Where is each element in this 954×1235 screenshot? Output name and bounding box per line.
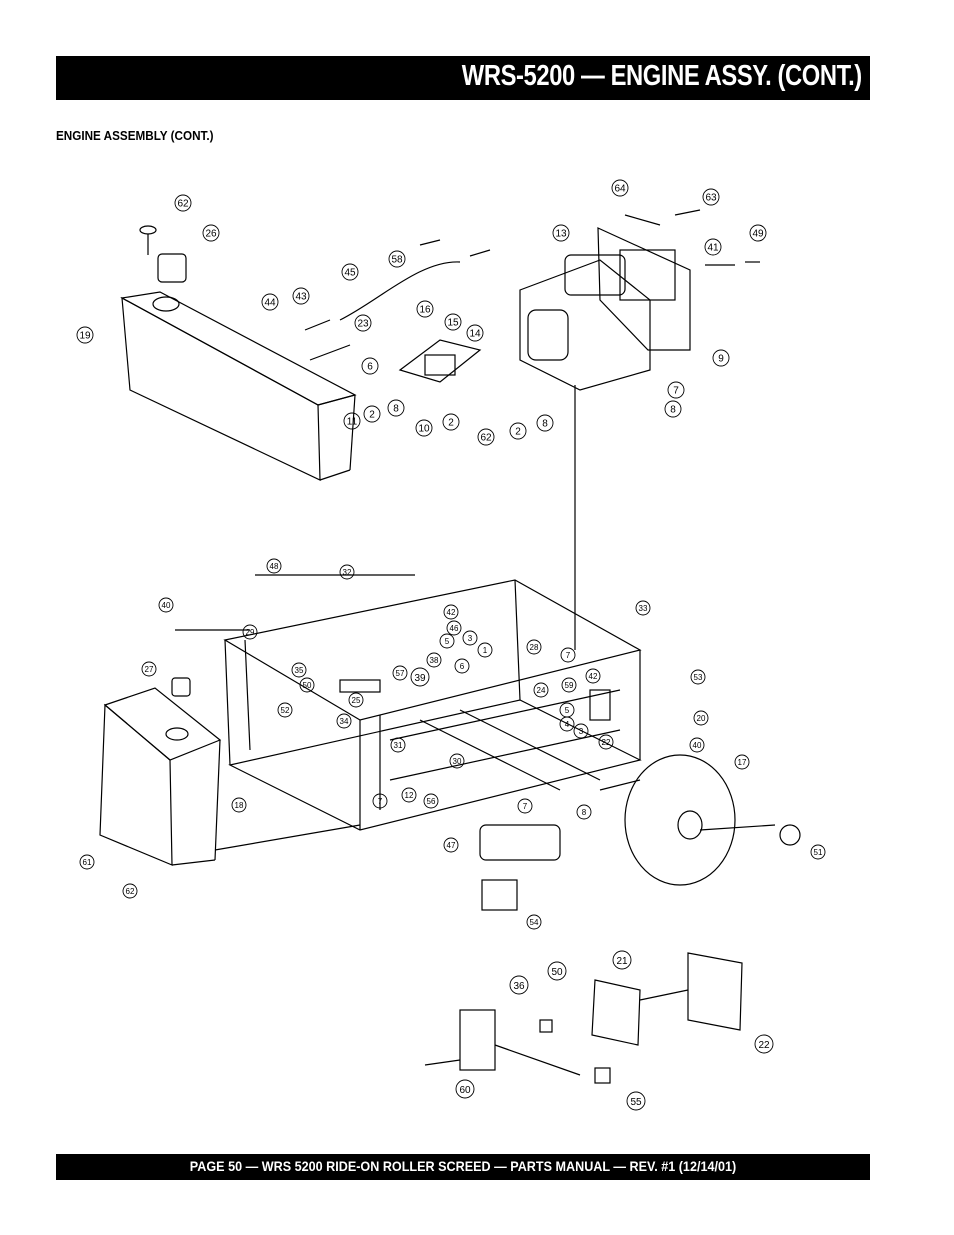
part-callout-label: 9 [718,353,724,364]
part-callout-label: 3 [468,634,473,643]
part-callout-label: 61 [83,858,92,867]
part-callout-label: 7 [378,797,383,806]
part-callout-label: 32 [343,568,352,577]
part-callout-label: 8 [582,808,587,817]
part-callout-label: 8 [670,404,676,415]
part-callout-label: 31 [394,741,403,750]
part-callout-label: 52 [281,706,290,715]
part-callout-label: 22 [602,738,611,747]
part-callout-label: 48 [270,562,279,571]
part-callout-label: 54 [530,918,539,927]
lower-components [424,824,743,1084]
part-callout-label: 46 [450,624,459,633]
part-callout-label: 50 [551,967,563,978]
part-callout-label: 23 [357,318,369,329]
part-callout-label: 6 [460,662,465,671]
part-callout-label: 27 [145,665,154,674]
part-callout-label: 15 [447,317,459,328]
part-callout-label: 50 [303,681,312,690]
part-callout-label: 34 [340,717,349,726]
part-callout-label: 40 [693,741,702,750]
part-callout-label: 60 [459,1085,471,1096]
part-callout-label: 18 [235,801,244,810]
part-callout-label: 5 [565,706,570,715]
part-callout-label: 7 [566,651,571,660]
part-callout-label: 17 [738,758,747,767]
part-callout-label: 28 [530,643,539,652]
part-callout-label: 26 [205,228,217,239]
part-callout-label: 62 [177,198,189,209]
part-callout-label: 20 [697,714,706,723]
part-callout-label: 2 [515,426,521,437]
part-callout-label: 1 [483,646,488,655]
part-callout-label: 16 [419,304,431,315]
part-callout-label: 42 [447,608,456,617]
engine [519,227,691,650]
part-callout-label: 36 [513,981,525,992]
part-callout-label: 5 [445,637,450,646]
part-callout-label: 35 [295,666,304,675]
part-callout-label: 41 [707,242,719,253]
part-callout-label: 58 [391,254,403,265]
exploded-parts-diagram: 6226194558444323161514611281026228646313… [76,179,826,1111]
hydraulic-tank [99,677,361,866]
part-callout-label: 2 [448,417,454,428]
part-callout-label: 30 [453,757,462,766]
part-callout-label: 55 [630,1097,642,1108]
part-callout-label: 8 [393,403,399,414]
part-callout-label: 19 [79,330,91,341]
part-callout-label: 45 [344,267,356,278]
fuel-tank [120,225,357,481]
linkage-parts [304,209,760,383]
part-callout-label: 53 [694,673,703,682]
part-callout-label: 42 [589,672,598,681]
page-title: WRS-5200 — ENGINE ASSY. (CONT.) [462,60,862,92]
part-callout-label: 2 [369,409,375,420]
part-callout-label: 49 [752,228,764,239]
part-callout-label: 56 [427,797,436,806]
part-callout-label: 43 [295,291,307,302]
part-callout-label: 44 [264,297,276,308]
part-callout-label: 62 [480,432,492,443]
part-callout-label: 29 [246,628,255,637]
part-callout-label: 25 [352,696,361,705]
section-label: ENGINE ASSEMBLY (CONT.) [56,128,214,143]
part-callout-label: 63 [705,192,717,203]
part-callout-label: 40 [162,601,171,610]
part-callout-label: 38 [430,656,439,665]
part-callout-label: 7 [673,385,679,396]
part-callout-label: 59 [565,681,574,690]
part-callout-label: 57 [396,669,405,678]
part-callout-label: 33 [639,604,648,613]
main-frame [175,574,642,831]
footer-bar: PAGE 50 — WRS 5200 RIDE-ON ROLLER SCREED… [56,1154,870,1180]
part-callout-label: 12 [405,791,414,800]
wheel [599,754,801,886]
callout-labels: 6226194558444323161514611281026228646313… [79,183,823,1107]
part-callouts [76,179,826,1111]
part-callout-label: 14 [469,328,481,339]
title-bar: WRS-5200 — ENGINE ASSY. (CONT.) [56,56,870,100]
part-callout-label: 62 [126,887,135,896]
part-callout-label: 22 [758,1040,770,1051]
footer-text: PAGE 50 — WRS 5200 RIDE-ON ROLLER SCREED… [189,1158,737,1174]
part-callout-label: 8 [542,418,548,429]
part-callout-label: 10 [418,423,430,434]
part-callout-label: 11 [347,416,358,427]
part-callout-label: 47 [447,841,456,850]
part-callout-label: 13 [555,228,567,239]
part-callout-label: 21 [616,956,628,967]
part-callout-label: 24 [537,686,546,695]
part-callout-label: 39 [414,673,426,684]
part-callout-label: 3 [579,727,584,736]
part-callout-label: 51 [814,848,823,857]
part-callout-label: 64 [614,183,626,194]
part-callout-label: 7 [523,802,528,811]
part-callout-label: 4 [565,720,570,729]
part-callout-label: 6 [367,361,373,372]
